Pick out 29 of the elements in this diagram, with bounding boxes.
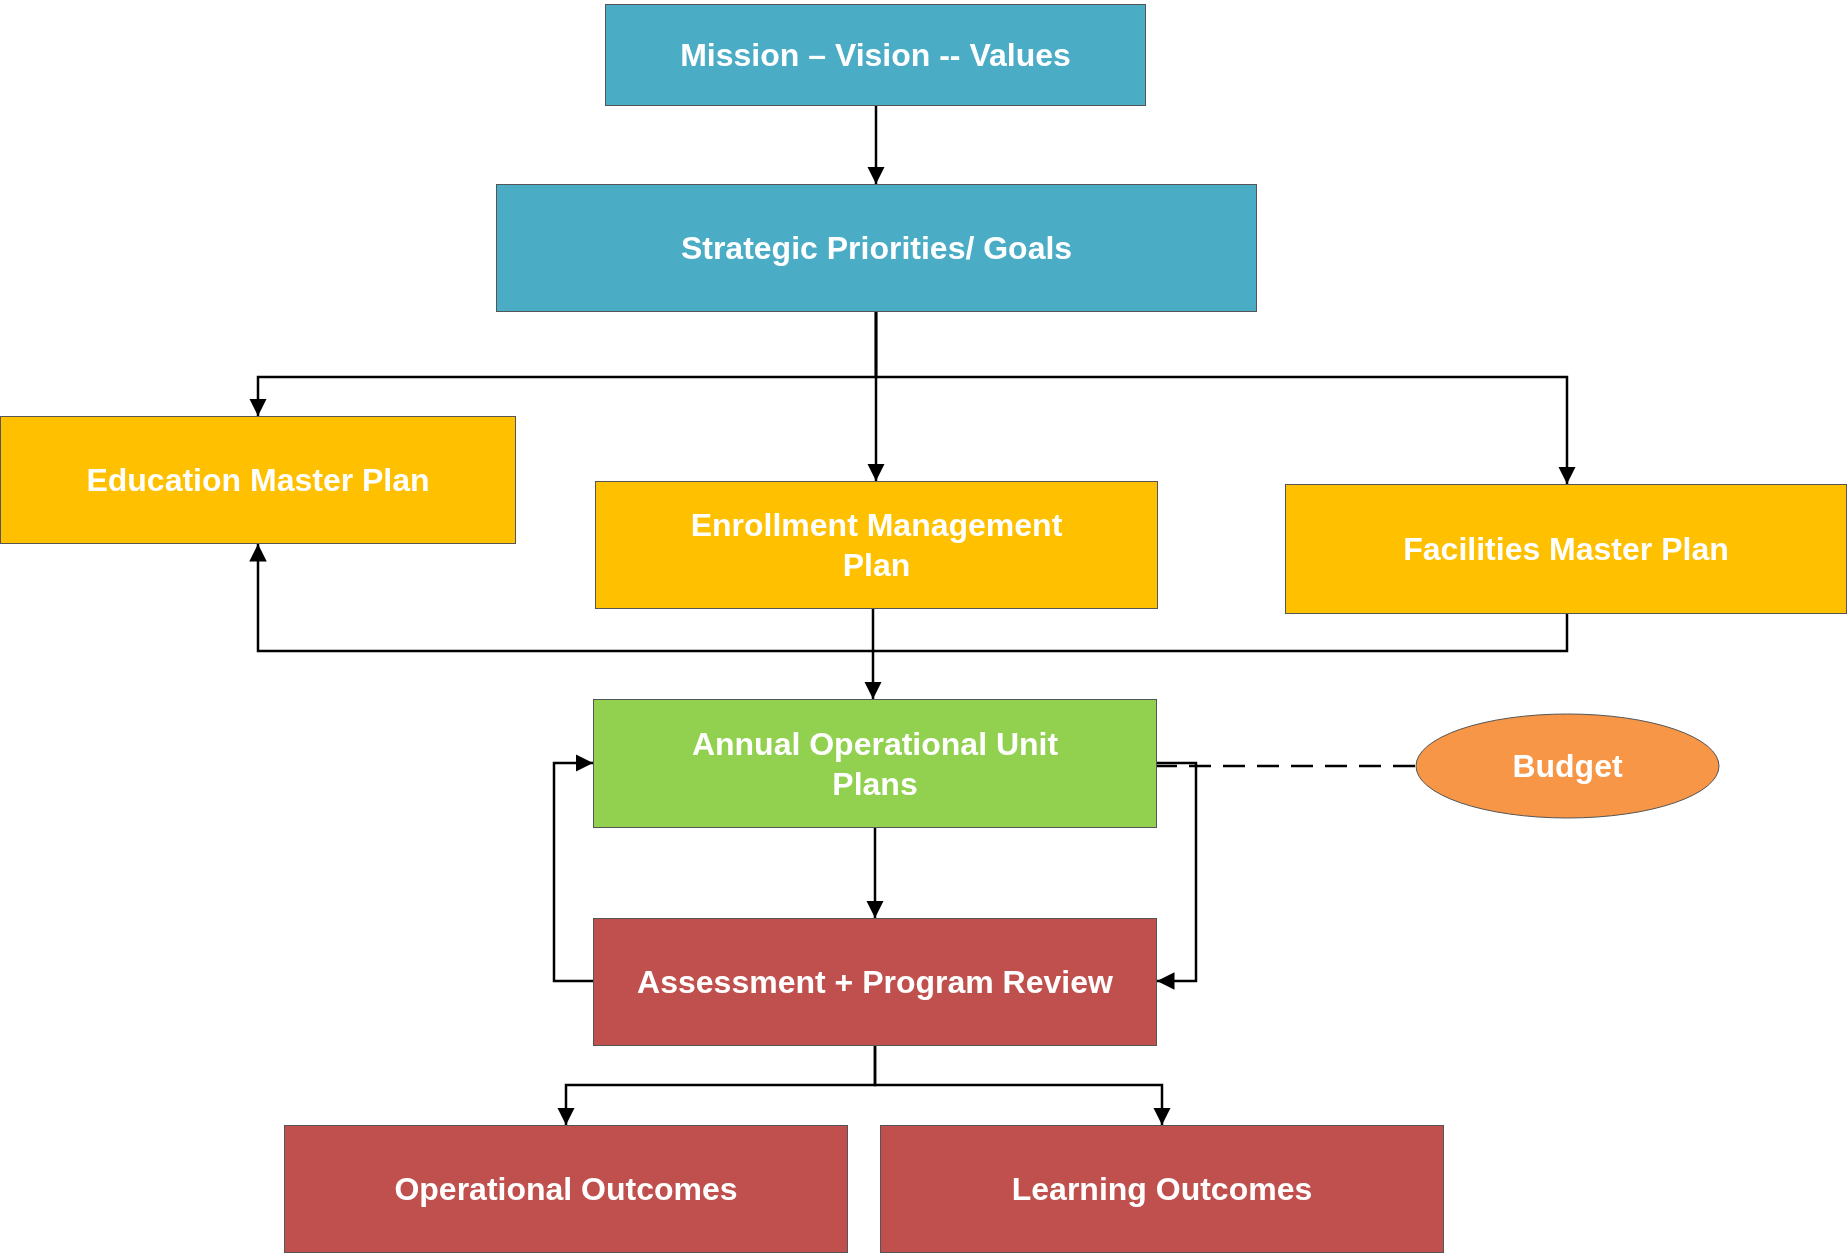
node-label: Budget (1511, 747, 1624, 786)
process-box (605, 4, 1146, 106)
arrow (249, 544, 1569, 653)
process-box (593, 918, 1157, 1046)
node-label: Annual Operational Unit Plans (690, 724, 1060, 804)
process-box (496, 184, 1257, 312)
arrow (1157, 761, 1198, 990)
process-box (880, 1125, 1444, 1253)
arrow (866, 828, 884, 918)
arrow (864, 609, 882, 699)
node-label: Operational Outcomes (393, 1170, 739, 1209)
node-label: Enrollment Management Plan (689, 506, 1064, 585)
node-label: Facilities Master Plan (1402, 530, 1730, 569)
process-box (595, 481, 1158, 609)
dashed-connector (1157, 764, 1415, 768)
process-box (1285, 484, 1847, 614)
process-box (593, 699, 1157, 828)
node-label: Education Master Plan (85, 461, 431, 500)
node-label: Strategic Priorities/ Goals (679, 229, 1074, 268)
node-label: Assessment + Program Review (636, 963, 1114, 1002)
budget-ellipse (1415, 713, 1720, 819)
arrow (867, 106, 885, 184)
process-box (0, 416, 516, 544)
node-label: Learning Outcomes (1010, 1170, 1314, 1209)
arrow (552, 754, 593, 983)
process-box (284, 1125, 848, 1253)
arrow (874, 312, 1576, 484)
node-label: Mission – Vision -- Values (679, 36, 1072, 75)
arrow (873, 1046, 1171, 1125)
